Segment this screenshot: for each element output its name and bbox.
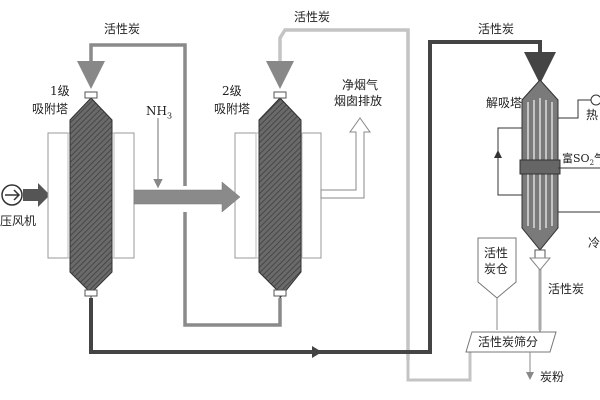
tower2-label-line2: 吸附塔 [214,102,251,116]
cold-label-cut: 冷 [588,236,600,250]
carbon-feed-tower2-line [266,28,410,360]
clean-gas-label-line1: 净烟气 [342,78,379,92]
rich-so2-label: 富SO2气 [562,152,600,168]
regenerated-carbon-arrowhead [528,257,552,271]
spent-carbon-line [89,40,556,354]
screen-box [465,331,557,353]
blower-label: 压风机 [0,214,37,228]
ammonia-label: NH3 [146,104,173,121]
carbon-label-top-mid: 活性炭 [294,10,331,24]
blower-icon [1,184,23,206]
desorber-label: 解吸塔 [486,96,523,110]
adsorption-tower-2 [234,91,322,300]
heater-icon [590,94,600,106]
desorption-tower [519,79,561,259]
bin-label-line1: 活性 [484,246,509,260]
tower2-label-line1: 2级 [222,84,242,98]
adsorption-tower-1 [47,91,135,298]
side-loop-arrow [494,150,502,158]
dust-label: 炭粉 [540,370,565,384]
tower1-label-line1: 1级 [50,84,70,98]
clean-gas-outlet-arrow [320,117,371,199]
screen-label: 活性炭筛分 [478,335,539,349]
carbon-label-top-left: 活性炭 [104,22,141,36]
carbon-label-top-right: 活性炭 [478,22,515,36]
hot-gas-label-cut: 热 [586,108,599,122]
hot-gas-line [558,99,592,119]
carbon-feed-tower1-line [77,43,187,186]
spent-carbon-mid-arrow [312,346,322,358]
carbon-return-loop [406,352,472,382]
carbon-bin [477,237,517,299]
flue-gas-arrow [133,181,241,213]
carbon-down-label: 活性炭 [548,282,585,296]
tower1-label-line2: 吸附塔 [32,102,69,116]
carbon-tower1-bottom-line [183,212,282,327]
side-loop-line [497,127,522,196]
clean-gas-label-line2: 烟囱排放 [334,94,383,108]
bin-label-line2: 炭仓 [484,262,509,276]
blower-inlet-arrow [23,183,50,207]
